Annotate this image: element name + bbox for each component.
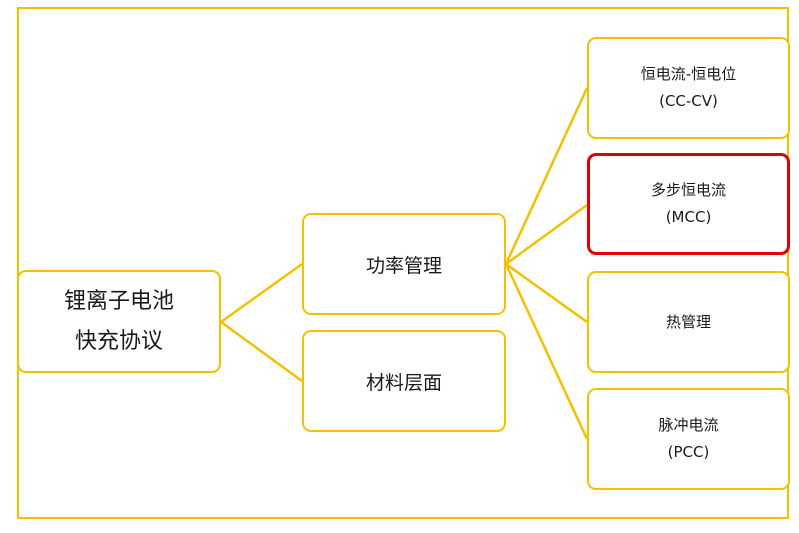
connector-power-to-pcc (504, 263, 589, 440)
leaf-node-mcc-highlighted: 多步恒电流 (MCC) (587, 153, 790, 255)
leaf-node-line1: 脉冲电流 (658, 416, 719, 434)
leaf-node-line1: 多步恒电流 (650, 181, 726, 199)
branch-node-label: 材料层面 (365, 371, 442, 394)
branch-node-material: 材料层面 (302, 330, 506, 432)
root-node-line2: 快充协议 (74, 328, 163, 354)
connector-power-to-mcc (505, 203, 588, 266)
diagram-frame (17, 7, 789, 519)
connector-root-to-power (220, 262, 303, 324)
branch-node-power-management: 功率管理 (302, 213, 506, 315)
root-node: 锂离子电池 快充协议 (17, 270, 221, 373)
leaf-node-thermal: 热管理 (587, 271, 790, 373)
leaf-node-line1: 恒电流-恒电位 (640, 65, 737, 83)
leaf-node-line2: (MCC) (665, 208, 712, 226)
leaf-node-pcc: 脉冲电流 (PCC) (587, 388, 790, 490)
leaf-node-cccv: 恒电流-恒电位 (CC-CV) (587, 37, 790, 139)
connector-power-to-cccv (504, 87, 589, 265)
leaf-node-line2: (PCC) (667, 443, 710, 461)
connector-root-to-material (220, 320, 303, 383)
leaf-node-line1: 热管理 (665, 312, 711, 331)
branch-node-label: 功率管理 (365, 254, 442, 277)
connector-power-to-thermal (505, 262, 588, 324)
leaf-node-line2: (CC-CV) (659, 92, 718, 110)
root-node-line1: 锂离子电池 (63, 288, 174, 314)
